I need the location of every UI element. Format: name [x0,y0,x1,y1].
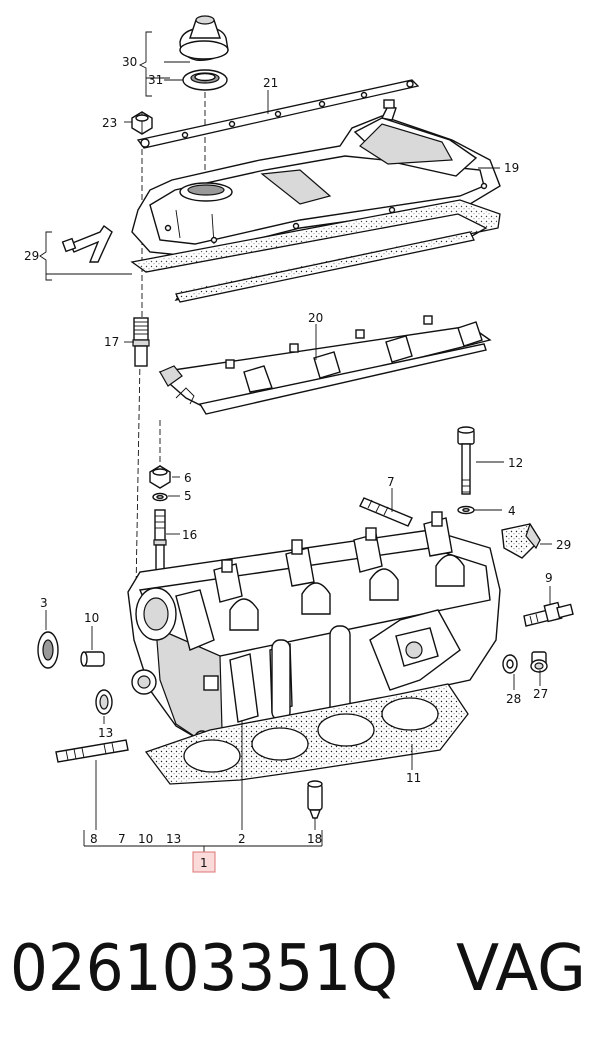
callout-30: 30 [122,55,137,69]
sealing-washer-28 [502,654,518,674]
leader-lines [45,61,552,852]
assembly-10: 10 [138,832,153,846]
callout-27: 27 [533,687,548,701]
washer-5 [152,492,168,502]
head-bolt [457,426,475,495]
plug-13 [95,689,113,715]
breather-hose [61,224,113,263]
callout-19: 19 [504,161,519,175]
assembly-7: 7 [118,832,126,846]
callouts: 30 31 21 23 19 29 20 17 12 6 5 7 4 16 29… [24,55,571,873]
callout-11: 11 [406,771,421,785]
callout-6: 6 [184,471,192,485]
oil-filler-seal [182,69,228,91]
hex-nut [131,111,153,135]
callout-7: 7 [387,475,395,489]
callout-21: 21 [263,76,278,90]
valve-guide [307,780,323,819]
cylinder-head [127,511,501,746]
rubber-wedge [501,522,541,559]
screw-plug-27 [530,651,548,673]
part-code: 026103351Q [10,932,398,1006]
valve-cover-gasket-strip [136,79,420,149]
callout-13: 13 [98,726,113,740]
callout-17: 17 [104,335,119,349]
stud-7 [359,497,413,527]
assembly-18: 18 [307,832,322,846]
callout-23: 23 [102,116,117,130]
callout-20: 20 [308,311,323,325]
assembly-1: 1 [200,856,208,870]
callout-10: 10 [84,611,99,625]
brand-name: VAG [456,932,586,1006]
assembly-2: 2 [238,832,246,846]
callout-4: 4 [508,504,516,518]
washer-4 [457,505,475,515]
temp-sensor [523,601,574,627]
camshaft-seal [37,631,59,669]
stud-bolt-17 [132,317,150,367]
long-stud-8 [55,739,129,763]
callout-12: 12 [508,456,523,470]
callout-31: 31 [148,73,163,87]
plug-10 [80,651,105,667]
callout-9: 9 [545,571,553,585]
nut-6 [149,465,171,489]
assembly-8: 8 [90,832,98,846]
oil-baffle-plate [158,315,492,415]
callout-16: 16 [182,528,197,542]
assembly-13: 13 [166,832,181,846]
callout-28: 28 [506,692,521,706]
assembly-main-box [192,851,216,873]
callout-29-lower: 29 [556,538,571,552]
callout-5: 5 [184,489,192,503]
valve-cover-gasket [130,199,501,303]
callout-29-upper: 29 [24,249,39,263]
cylinder-head-gasket [144,683,469,785]
valve-cover [131,99,501,257]
callout-3: 3 [40,596,48,610]
stud-16 [153,509,167,574]
oil-filler-cap [179,15,229,61]
